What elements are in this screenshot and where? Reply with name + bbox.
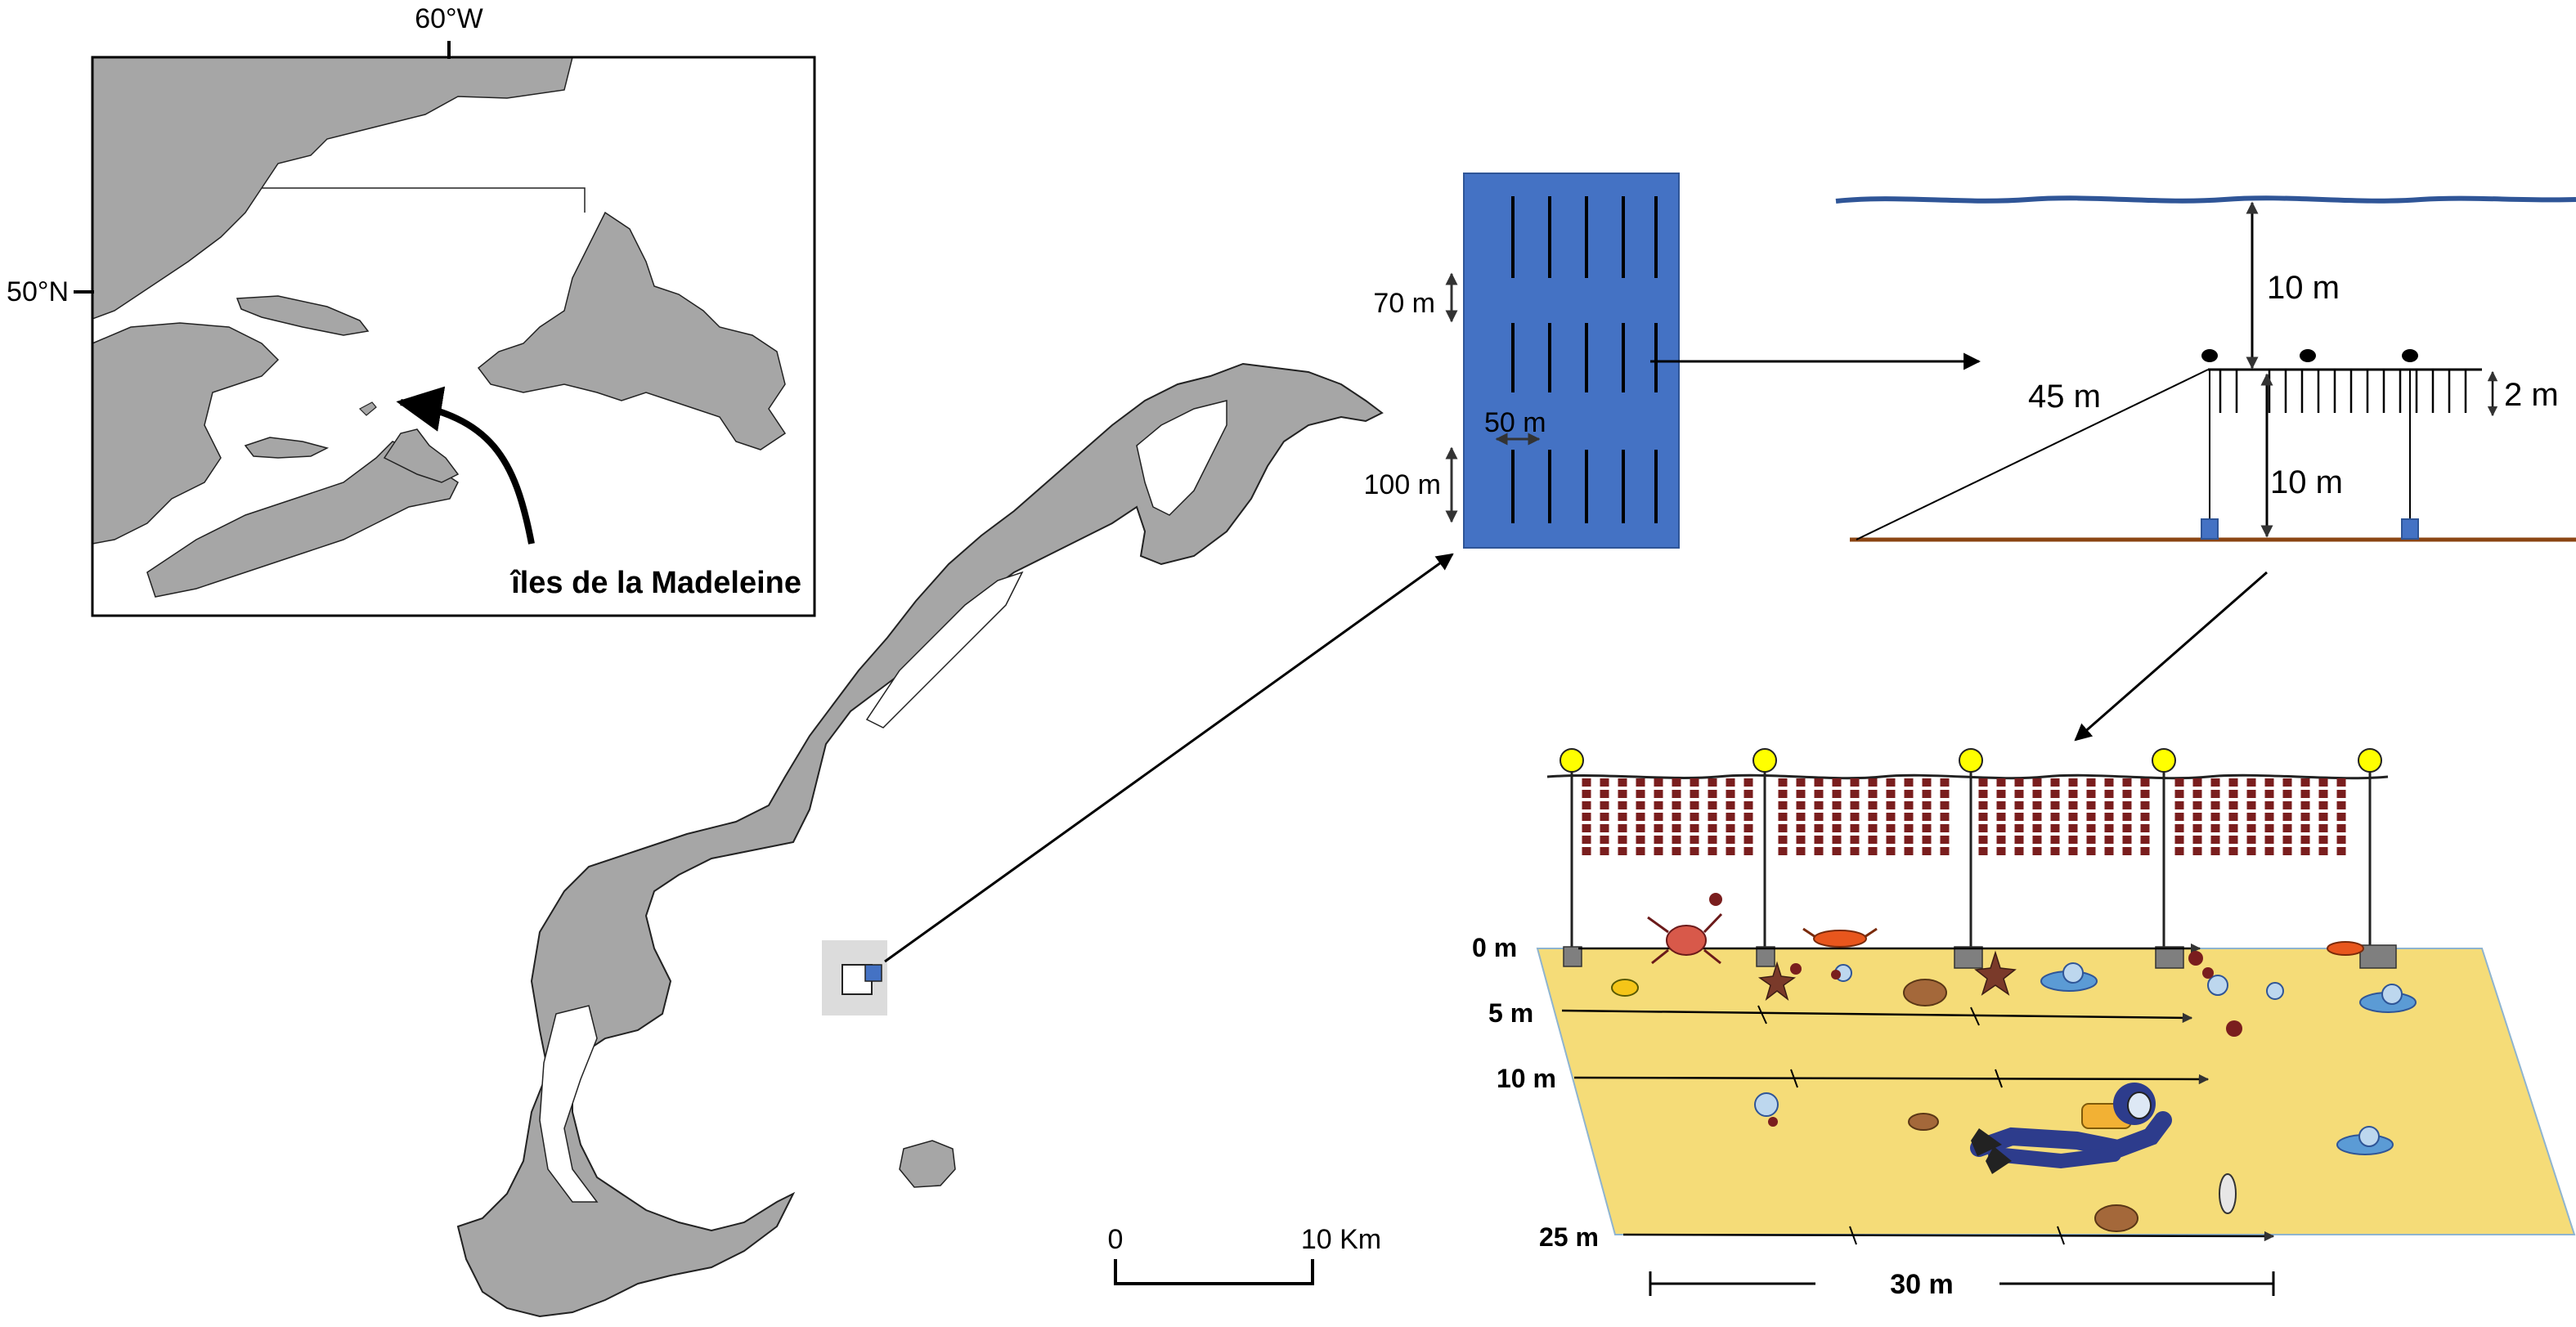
gaspe-landmass (92, 322, 280, 545)
survey-buoy-2 (1752, 748, 1777, 773)
nova-scotia-landmass (146, 441, 459, 598)
mussel-icon (2219, 1173, 2237, 1214)
small-shell-icon-4 (2266, 982, 2284, 1000)
anchor-block-1 (1563, 946, 1582, 967)
site-to-farm-arrow (884, 553, 1454, 963)
latitude-label: 50°N (7, 276, 69, 307)
snail-icon-3 (2336, 1126, 2394, 1155)
depth-label-25m: 25 m (1539, 1222, 1599, 1252)
transect-5m (1561, 1009, 2193, 1024)
water-surface (1835, 195, 2576, 204)
anchor-line (1856, 369, 2209, 540)
section-to-survey-arrow (2074, 571, 2268, 742)
surface-buoy-3 (2402, 349, 2418, 362)
depth-label-10m: 10 m (1497, 1064, 1556, 1093)
lobster-icon-2 (2327, 941, 2364, 956)
sea-urchin-icon (1709, 893, 2242, 1127)
magdalen-inset-island (359, 401, 377, 416)
cross-section: 10 m 45 m 2 m 10 m (1835, 195, 2576, 742)
surface-depth-label: 10 m (2267, 270, 2340, 306)
spacing-50-label: 50 m (1484, 407, 1546, 438)
survey-buoy-4 (2152, 748, 2176, 773)
lagoon-north (1136, 400, 1227, 516)
survey-buoy-5 (2358, 748, 2382, 773)
lagoon-south (539, 1005, 599, 1203)
starfish-icon-2 (1974, 950, 2017, 996)
survey-buoy-3 (1959, 748, 1983, 773)
transect-10m (1573, 1074, 2210, 1085)
anchor-block-2 (2401, 518, 2419, 540)
plot-width-label: 30 m (1890, 1269, 1954, 1300)
longitude-label: 60°W (415, 3, 483, 34)
anchor-block-3 (1954, 946, 1983, 969)
crab-icon (1647, 912, 1723, 965)
lagoon-central (865, 571, 1024, 729)
small-shell-icon-3 (2207, 975, 2228, 996)
flatfish-icon-3 (2094, 1204, 2138, 1232)
small-shell-icon (1754, 1092, 1779, 1117)
survey-buoy-1 (1560, 748, 1584, 773)
island-map: 0 10 Km (456, 362, 1454, 1318)
scale-end-label: 10 Km (1301, 1224, 1381, 1255)
cape-breton-landmass (383, 428, 460, 483)
collectors (2219, 370, 2467, 413)
longline-grid (1511, 196, 1658, 523)
sand-plot (1536, 948, 2576, 1235)
anchor-block-1 (2201, 518, 2219, 540)
north-shore-landmass (92, 57, 573, 320)
location-arrow (396, 386, 535, 545)
mussel-collectors (1582, 778, 2346, 859)
anchor-block-2 (1756, 946, 1775, 967)
anchor-block-5 (2359, 944, 2397, 969)
mooring-posts (1570, 764, 2372, 948)
newfoundland-landmass (477, 211, 787, 451)
entry-island (899, 1140, 956, 1188)
scale-bar: 0 10 Km (1108, 1224, 1381, 1285)
starfish-icon (1757, 961, 1797, 1002)
flatfish-icon-2 (1908, 1113, 1939, 1131)
spacing-70-label: 70 m (1373, 288, 1435, 319)
depth-label-5m: 5 m (1488, 998, 1533, 1028)
farm-plan: 70 m 50 m 100 m (1364, 173, 1981, 549)
study-site-marker (864, 964, 882, 982)
anticosti-landmass (236, 295, 370, 336)
provincial-border (262, 187, 586, 213)
anchor-block-4 (2155, 946, 2184, 969)
anchor-line-label: 45 m (2028, 379, 2101, 415)
surface-buoy-2 (2300, 349, 2316, 362)
length-100-label: 100 m (1364, 469, 1442, 500)
snail-icon-2 (2359, 984, 2417, 1013)
surface-buoy-1 (2201, 349, 2218, 362)
farm-area (1463, 173, 1680, 549)
survey-diagram: 0 m 5 m 10 m 25 m 30 m (1472, 748, 2576, 1300)
diver-icon (1970, 1083, 2172, 1174)
inset-map: 60°W 50°N îles de la Madeleine (7, 3, 816, 617)
whelk-icon (1611, 979, 1639, 997)
snail-icon (2040, 962, 2098, 992)
depth-label-0m: 0 m (1472, 933, 1517, 962)
island-landmass (456, 362, 1384, 1318)
inset-frame (91, 56, 816, 617)
place-label: îles de la Madeleine (509, 566, 801, 600)
pei-landmass (244, 437, 330, 459)
transect-ticks (1757, 1005, 2065, 1245)
scale-start-label: 0 (1108, 1224, 1124, 1255)
flatfish-icon (1903, 979, 1947, 1006)
surface-rope (1546, 773, 2389, 780)
transect-25m (1622, 1231, 2275, 1242)
lobster-icon (1802, 927, 1878, 948)
collector-length-label: 2 m (2504, 377, 2559, 413)
bottom-depth-label: 10 m (2270, 464, 2343, 500)
